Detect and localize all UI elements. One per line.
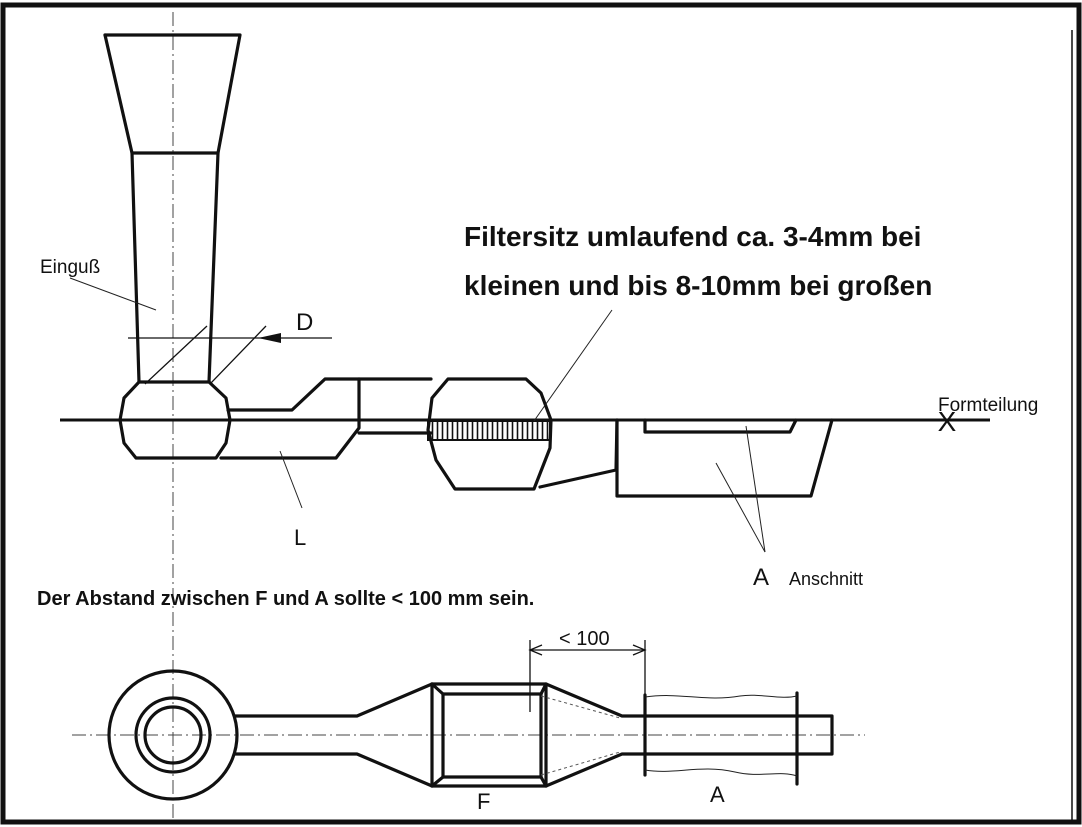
sprue-ring-outer xyxy=(107,669,239,801)
formteilung-label: Formteilung xyxy=(938,395,1038,416)
filter-leader xyxy=(533,309,613,422)
einguss-leader xyxy=(69,277,157,311)
sprue-ring-inner xyxy=(143,705,203,765)
d-leader-left xyxy=(144,325,208,385)
runner-plan xyxy=(233,682,834,788)
filter-note-line2: kleinen und bis 8-10mm bei großen xyxy=(464,270,932,301)
filter-dash-2 xyxy=(540,751,621,776)
l-leader xyxy=(279,450,303,509)
sprue-einguss xyxy=(103,33,242,384)
sprue-well xyxy=(118,380,232,460)
filter-seat-hatch xyxy=(427,420,551,441)
anschnitt-label: Anschnitt xyxy=(789,569,863,589)
filter-note-line1: Filtersitz umlaufend ca. 3-4mm bei xyxy=(464,221,921,252)
distance-note: Der Abstand zwischen F und A sollte < 10… xyxy=(37,588,534,610)
einguss-label: Einguß xyxy=(40,257,100,278)
a-leader-1 xyxy=(715,462,766,553)
f-label: F xyxy=(477,789,490,814)
sprue-ring-middle xyxy=(134,696,212,774)
dim-100-arrow-left xyxy=(528,644,543,656)
casting-a-plan xyxy=(643,691,799,786)
a-leader-2 xyxy=(745,425,766,553)
casting-cavity xyxy=(615,418,834,498)
dim-100-arrow-right xyxy=(632,644,647,656)
d-leader-right xyxy=(209,325,267,385)
a-upper-label: A xyxy=(753,564,769,591)
l-label: L xyxy=(294,525,306,550)
gate-slot xyxy=(643,418,798,434)
dim-100-label: < 100 xyxy=(559,628,610,650)
filter-dash-1 xyxy=(540,695,621,719)
d-arrow xyxy=(258,333,281,343)
parting-x-mark: X xyxy=(938,406,957,437)
a-lower-label: A xyxy=(710,782,725,807)
d-label: D xyxy=(296,309,313,336)
